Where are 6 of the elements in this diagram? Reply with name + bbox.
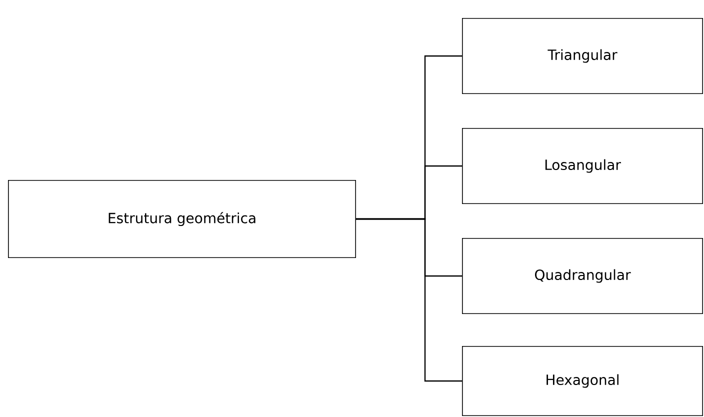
category-box: Hexagonal [462, 346, 703, 416]
root-box: Estrutura geométrica [8, 180, 356, 258]
category-box: Triangular [462, 18, 703, 94]
connector-line [356, 218, 462, 382]
category-box: Quadrangular [462, 238, 703, 314]
category-box: Losangular [462, 128, 703, 204]
